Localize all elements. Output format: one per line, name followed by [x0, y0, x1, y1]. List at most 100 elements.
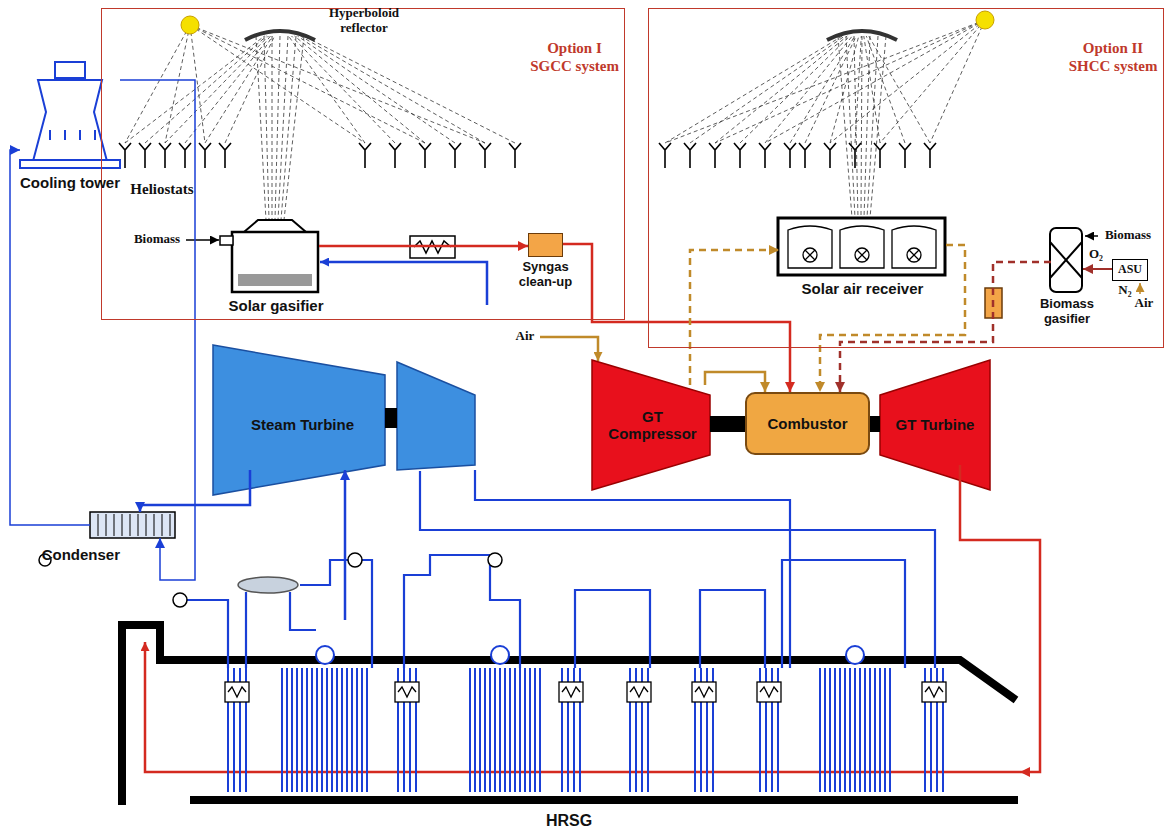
- tube-bundle: [529, 668, 531, 792]
- tube-bundle: [316, 668, 318, 792]
- sun-rays: [190, 25, 205, 143]
- flue-gas: [145, 642, 1020, 772]
- steam-turbine: [397, 362, 475, 470]
- sun-rays: [870, 36, 886, 218]
- steam-piping: [420, 471, 935, 668]
- biomass-feed: [186, 239, 219, 241]
- steam-piping: [782, 560, 905, 668]
- sun-rays: [145, 36, 267, 143]
- equipment-label: Solar gasifier: [228, 297, 323, 314]
- heliostat: [479, 143, 491, 168]
- steam-turbine: [213, 345, 385, 495]
- tube-bundle: [534, 668, 536, 792]
- tube-bundle: [524, 668, 526, 792]
- steam-piping: [186, 470, 935, 668]
- sun-rays: [830, 20, 985, 143]
- tube-bundle: [844, 668, 846, 792]
- flow-connector: [344, 470, 347, 620]
- sun-rays: [930, 20, 985, 143]
- heliostat: [799, 143, 811, 168]
- economizer: [225, 682, 946, 702]
- steam-piping: [186, 600, 228, 668]
- heliostat: [824, 143, 836, 168]
- annotation-label: Biomass: [1100, 228, 1156, 243]
- drum: [316, 646, 334, 664]
- solar-air-receiver: [892, 226, 936, 268]
- deaerator: [238, 577, 298, 593]
- solar-air-receiver: [855, 248, 869, 262]
- sun-rays: [125, 25, 190, 143]
- equipment-label: Combustor: [766, 415, 850, 432]
- steam-piping: [290, 592, 316, 630]
- region-heading: Option I SGCC system: [527, 39, 622, 75]
- steam-piping: [575, 590, 650, 668]
- equipment-label: GT Turbine: [894, 416, 977, 433]
- solar-gasifier: [232, 232, 318, 292]
- equipment-label: Syngas clean-up: [511, 260, 581, 290]
- sun-rays: [264, 36, 269, 220]
- tube-bundle: [849, 668, 851, 792]
- sun-rays: [272, 36, 273, 220]
- tube-bundle: [356, 668, 358, 792]
- sun: [976, 11, 994, 29]
- drum: [316, 646, 864, 664]
- option-region: Option II SHCC systemSolar air receiverB…: [648, 8, 1164, 348]
- tube-bundle: [509, 668, 511, 792]
- cooling-tower: [20, 160, 120, 168]
- heliostat: [159, 143, 171, 168]
- heliostat: [759, 143, 771, 168]
- sun-rays: [861, 36, 862, 218]
- sun-rays: [805, 36, 856, 143]
- solar-air-receiver: [909, 250, 919, 260]
- economizer: [395, 682, 419, 702]
- sun-rays: [665, 36, 842, 143]
- economizer: [760, 687, 778, 697]
- steam-piping: [404, 555, 520, 668]
- sun-rays: [289, 36, 366, 143]
- sun-rays: [740, 36, 850, 143]
- sun-rays: [690, 36, 845, 143]
- heliostat: [449, 143, 461, 168]
- equipment-label: Biomass gasifier: [1032, 297, 1102, 327]
- solar-air-receiver: [805, 250, 815, 260]
- tube-bundle: [864, 668, 866, 792]
- heliostat: [849, 143, 861, 168]
- solar-gasifier: [238, 274, 312, 286]
- tube-bundle: [326, 668, 328, 792]
- hyperboloid-reflector: [827, 31, 897, 40]
- solar-air-receiver: [840, 226, 884, 268]
- equipment-node: Condenser: [90, 512, 175, 538]
- tube-bundle: [474, 668, 476, 792]
- cooling-tower: [55, 62, 85, 78]
- economizer: [922, 682, 946, 702]
- cooling-tower: [50, 130, 95, 140]
- tube-bundle: [336, 668, 338, 792]
- tube-bundle: [331, 668, 333, 792]
- tube-bundle: [834, 668, 836, 792]
- solar-air-receiver: [788, 226, 832, 268]
- solar-air-receiver: [803, 248, 817, 262]
- annotation-label: Heliostats: [122, 181, 202, 198]
- sun-rays: [864, 36, 880, 143]
- annotation-label: Air: [510, 329, 540, 344]
- economizer: [225, 682, 249, 702]
- tube-bundle: [341, 668, 343, 792]
- heliostat: [924, 143, 936, 168]
- tube-bundle: [291, 668, 293, 792]
- hyperboloid-reflector: [245, 31, 315, 40]
- sun-rays: [864, 36, 870, 218]
- cooling-tower: [32, 80, 108, 165]
- air-feed: [1139, 283, 1141, 294]
- tube-bundle: [306, 668, 308, 792]
- sun-rays: [301, 36, 486, 143]
- solar-air-receiver: [857, 250, 867, 260]
- heliostat: [179, 143, 191, 168]
- steam-piping: [475, 470, 790, 668]
- sun-rays: [304, 36, 516, 143]
- solar-air-receiver: [907, 248, 921, 262]
- tube-bundle: [366, 668, 368, 792]
- tube-bundle: [296, 668, 298, 792]
- tube-bundle: [479, 668, 481, 792]
- flow-connector: [319, 245, 528, 248]
